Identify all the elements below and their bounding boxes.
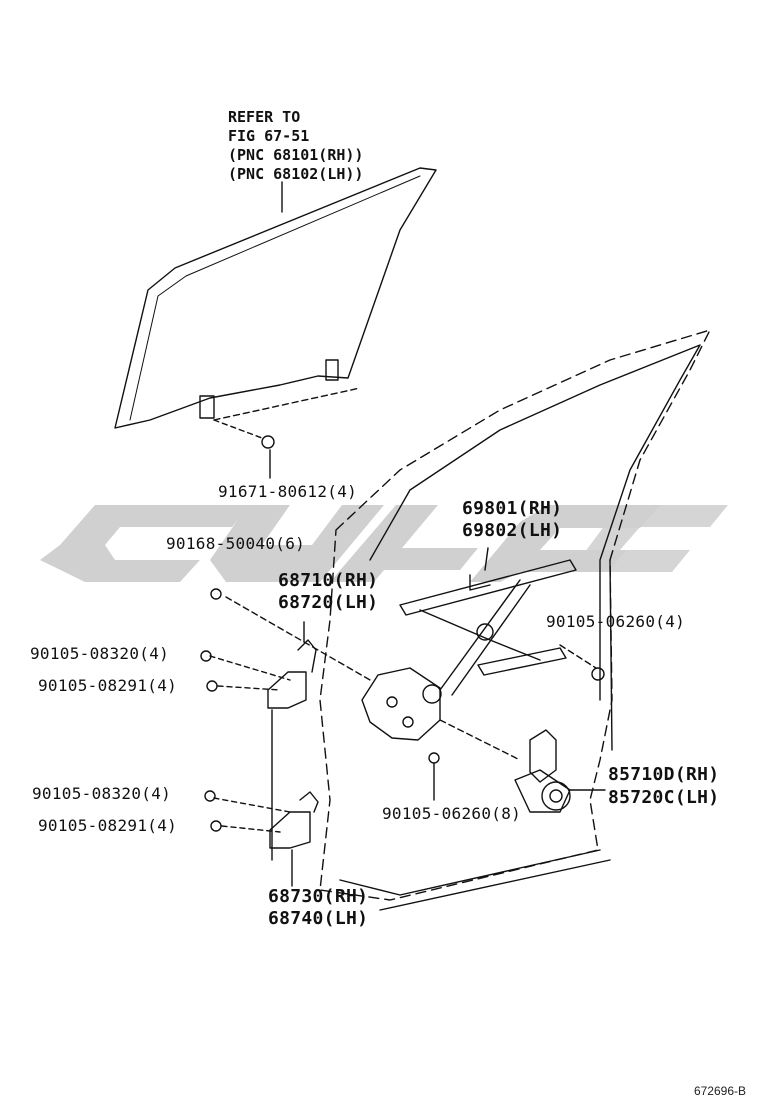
- label-90105-08291-lower[interactable]: 90105-08291(4): [38, 816, 178, 835]
- watermark-logo: [40, 505, 728, 582]
- refer-note-line: REFER TO: [228, 108, 301, 126]
- refer-note-line: FIG 67-51: [228, 127, 310, 145]
- label-69802[interactable]: 69802(LH): [462, 520, 563, 541]
- label-90105-08320-lower[interactable]: 90105-08320(4): [32, 784, 172, 803]
- refer-note: REFER TO FIG 67-51 (PNC 68101(RH)) (PNC …: [228, 108, 363, 184]
- bolt-icon: [200, 588, 605, 832]
- diagram-code: 672696-B: [693, 1084, 746, 1098]
- label-90105-08291-upper[interactable]: 90105-08291(4): [38, 676, 178, 695]
- refer-note-line: (PNC 68101(RH)): [228, 146, 364, 164]
- window-regulator: [361, 547, 577, 741]
- label-90105-08320-upper[interactable]: 90105-08320(4): [30, 644, 170, 663]
- label-69801[interactable]: 69801(RH): [462, 498, 563, 519]
- window-motor: [514, 729, 606, 813]
- lower-hinge: [269, 791, 319, 887]
- door-panel-outline: [319, 329, 711, 911]
- label-90168[interactable]: 90168-50040(6): [166, 534, 306, 553]
- label-68740[interactable]: 68740(LH): [268, 908, 369, 929]
- upper-hinge: [267, 621, 317, 861]
- label-68730[interactable]: 68730(RH): [268, 886, 369, 907]
- label-68720[interactable]: 68720(LH): [278, 592, 379, 613]
- label-68710[interactable]: 68710(RH): [278, 570, 379, 591]
- door-glass: [114, 167, 437, 429]
- label-90105-06260-right[interactable]: 90105-06260(4): [546, 612, 686, 631]
- refer-note-line: (PNC 68102(LH)): [228, 165, 364, 183]
- glass-bolt-icon: [213, 419, 275, 479]
- label-85720c[interactable]: 85720C(LH): [608, 787, 720, 808]
- label-90105-06260-bottom[interactable]: 90105-06260(8): [382, 804, 522, 823]
- label-91671[interactable]: 91671-80612(4): [218, 482, 358, 501]
- label-85710d[interactable]: 85710D(RH): [608, 764, 720, 785]
